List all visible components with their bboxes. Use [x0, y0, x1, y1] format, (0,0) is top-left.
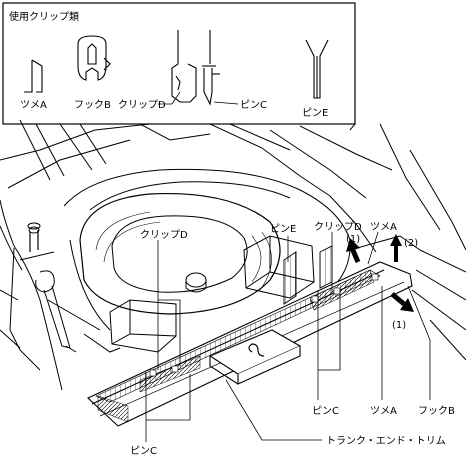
- clip-mount-block: [283, 245, 333, 305]
- clip-legend-box: 使用クリップ類 ツメA フックB クリップD ピンC: [2, 2, 356, 125]
- callout-claw-a-top: ツメA: [370, 222, 397, 233]
- callout-hook-b: フックB: [418, 405, 455, 417]
- pin-c-icon: [202, 30, 220, 106]
- legend-label-pin-e: ピンE: [302, 107, 328, 119]
- trunk-end-trim-part: [87, 261, 413, 427]
- claw-a-icon: [24, 59, 43, 93]
- callout-trunk-end-trim: トランク・エンド・トリム: [326, 435, 446, 447]
- legend-label-hook-b: フックB: [74, 99, 111, 111]
- legend-label-clip-d: クリップD: [118, 99, 166, 111]
- callout-pin-c-bottom-left: ピンC: [130, 445, 157, 457]
- pin-e-icon: [305, 39, 329, 99]
- arrow-step-2: [390, 234, 402, 262]
- arrow-step-1-right: [390, 292, 414, 312]
- callout-claw-a-bottom: ツメA: [370, 406, 397, 417]
- callout-step-2: (2): [404, 238, 418, 249]
- legend-label-claw-a: ツメA: [20, 100, 47, 111]
- arrow-step-1-top: [346, 238, 361, 263]
- callout-clip-d-left: クリップD: [140, 229, 188, 241]
- callout-step-1-right: (1): [392, 320, 406, 331]
- legend-title: 使用クリップ類: [9, 10, 79, 23]
- clip-d-icon: [171, 30, 197, 103]
- hook-b-icon: [77, 35, 111, 81]
- callout-labels: クリップD ピンE クリップD ツメA (1) (2) (1) ピンC ピンC …: [130, 221, 455, 457]
- trunk-illustration: [0, 119, 466, 391]
- callout-step-1-top: (1): [346, 234, 360, 245]
- leader-lines: [145, 231, 431, 442]
- callout-pin-c-bottom-mid: ピンC: [312, 405, 339, 417]
- legend-label-pin-c: ピンC: [240, 99, 267, 111]
- callout-pin-e: ピンE: [270, 223, 296, 235]
- callout-clip-d-right: クリップD: [314, 221, 362, 233]
